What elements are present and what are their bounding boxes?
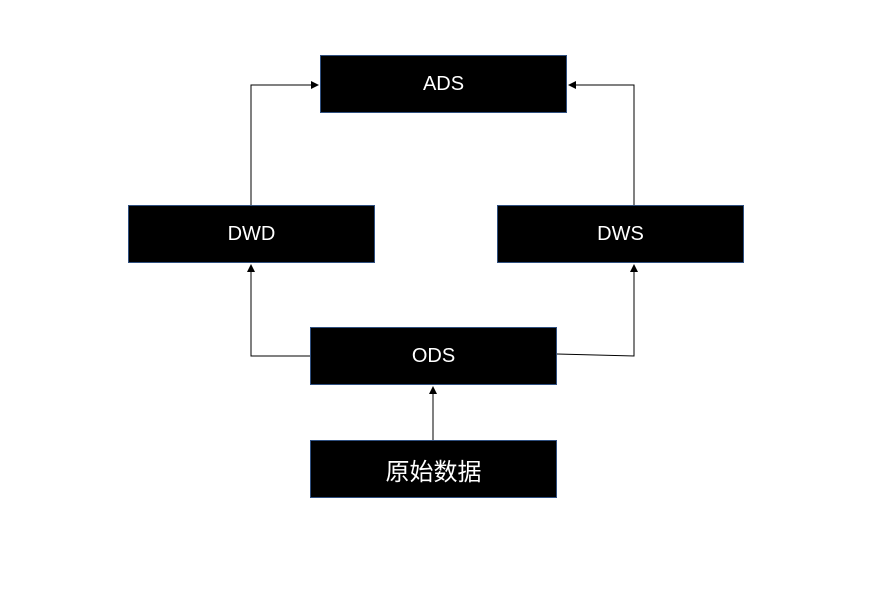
node-raw-data-label: 原始数据 xyxy=(385,458,482,486)
edge-dws-to-ads xyxy=(568,81,635,205)
edge-ods-to-dwd xyxy=(247,264,310,357)
node-ods-label: ODS xyxy=(411,344,456,367)
node-dwd-label: DWD xyxy=(227,222,276,245)
edge-dwd-to-ads xyxy=(250,81,319,205)
edge-ods-to-dws xyxy=(556,264,638,357)
node-ods: ODS xyxy=(310,327,557,385)
node-dws-label: DWS xyxy=(597,222,644,245)
node-ads: ADS xyxy=(320,55,567,113)
node-raw-data: 原始数据 xyxy=(310,440,557,498)
node-dwd: DWD xyxy=(128,205,375,263)
node-dws: DWS xyxy=(497,205,744,263)
node-ads-label: ADS xyxy=(422,72,465,95)
